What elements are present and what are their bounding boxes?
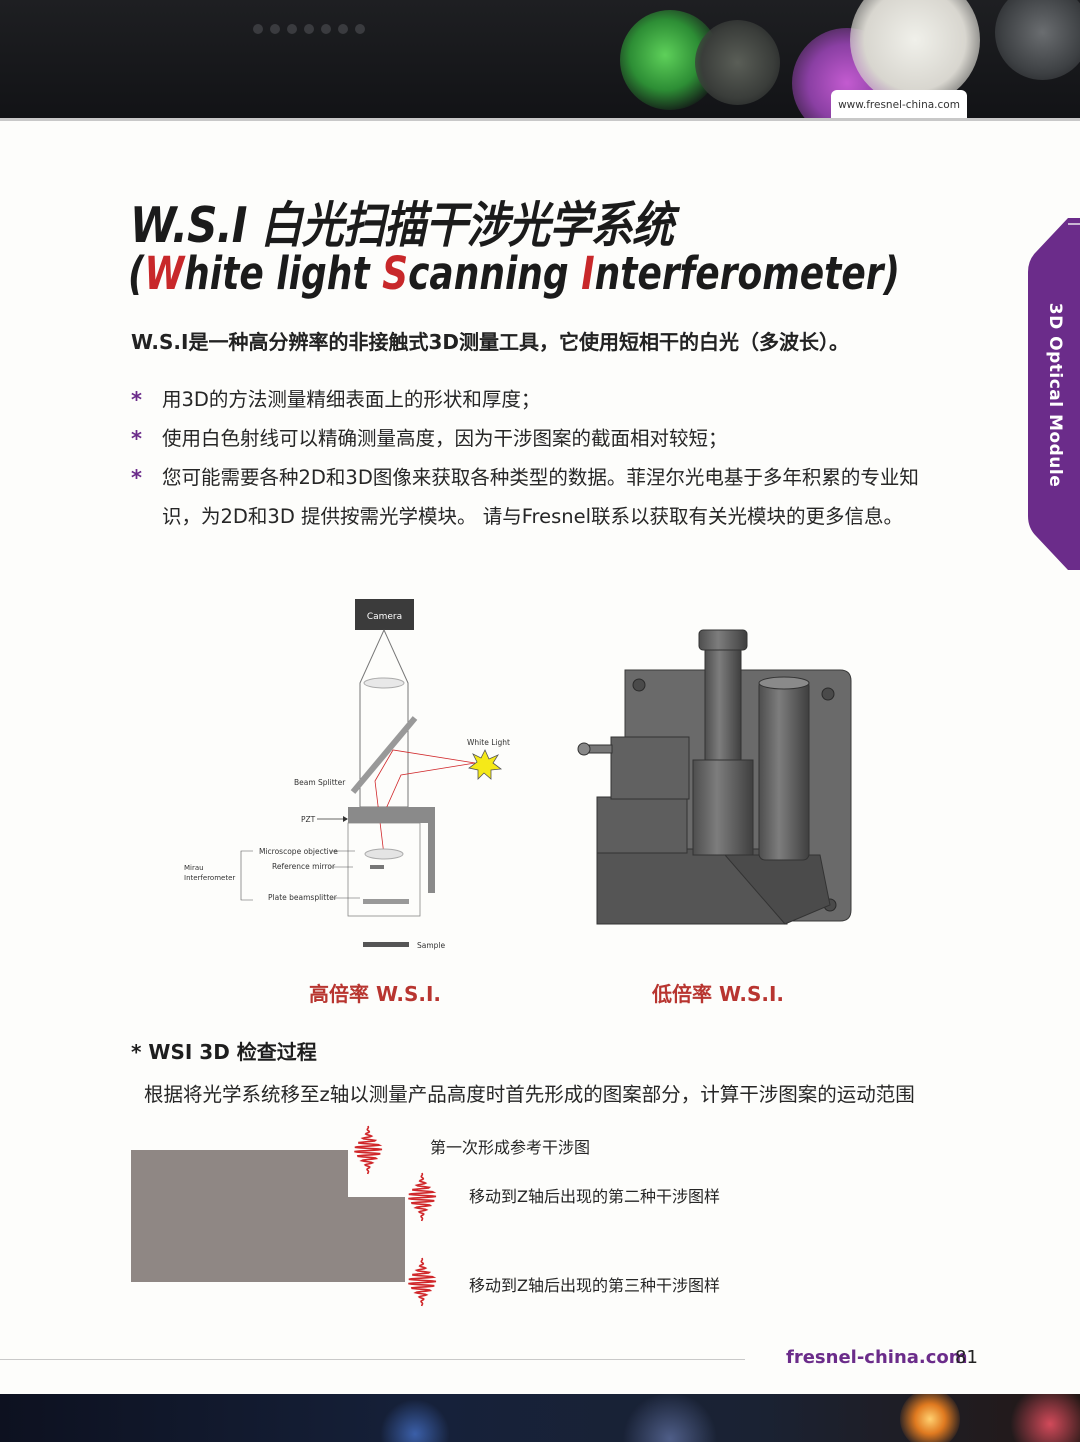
bullet-item: * 用3D的方法测量精细表面上的形状和厚度；	[131, 380, 931, 419]
bullet-star-icon: *	[131, 427, 142, 451]
section-description: 根据将光学系统移至z轴以测量产品高度时首先形成的图案部分，计算干涉图案的运动范围	[144, 1083, 915, 1106]
bullet-text: 您可能需要各种2D和3D图像来获取各种类型的数据。菲涅尔光电基于多年积累的专业知…	[162, 466, 919, 528]
step-label-third: 移动到Z轴后出现的第三种干涉图样	[469, 1276, 720, 1295]
microscope-objective-lens	[364, 848, 404, 860]
footer-divider	[0, 1359, 745, 1360]
reference-mirror-label: Reference mirror	[272, 862, 336, 871]
subtitle-letter-w: W	[144, 247, 185, 300]
subtitle-letter-i: I	[581, 247, 595, 300]
mirau-bracket	[240, 850, 253, 901]
bullet-item: * 使用白色射线可以精确测量高度，因为干涉图案的截面相对较短；	[131, 419, 931, 458]
decorative-dot	[304, 24, 314, 34]
bullet-text: 用3D的方法测量精细表面上的形状和厚度；	[162, 388, 541, 411]
caption-low-mag: 低倍率 W.S.I.	[652, 982, 785, 1006]
bullet-text: 使用白色射线可以精确测量高度，因为干涉图案的截面相对较短；	[162, 427, 728, 450]
gray-light-orb-right	[995, 0, 1080, 80]
wsi-module-rendering	[577, 629, 852, 925]
decorative-dot	[338, 24, 348, 34]
camera-box	[355, 599, 414, 630]
side-tab	[1028, 218, 1080, 570]
subtitle-letter-s: S	[382, 247, 409, 300]
sample-label: Sample	[417, 941, 446, 950]
subtitle-part: canning	[408, 247, 582, 300]
beam-splitter-label: Beam Splitter	[294, 778, 346, 787]
sample-plate	[363, 942, 409, 947]
footer-url[interactable]: fresnel-china.com	[786, 1347, 968, 1368]
mount-hole	[821, 687, 835, 701]
decorative-dot	[321, 24, 331, 34]
white-light-icon	[468, 749, 503, 780]
interference-wave-packet	[354, 1125, 383, 1175]
plate-beamsplitter	[363, 899, 409, 904]
light-ray	[380, 762, 476, 821]
page-subtitle: (White light Scanning Interferometer)	[128, 247, 900, 300]
blue-light-orb	[380, 1399, 450, 1442]
mount-hole	[632, 678, 646, 692]
pzt-label: PZT	[301, 815, 316, 824]
step-label-first: 第一次形成参考干涉图	[430, 1138, 591, 1157]
subtitle-part: hite light	[184, 247, 383, 300]
orange-light-orb	[900, 1394, 960, 1442]
header-url[interactable]: www.fresnel-china.com	[831, 90, 967, 118]
step-label-second: 移动到Z轴后出现的第二种干涉图样	[469, 1187, 720, 1206]
side-tab-label: 3D Optical Module	[1045, 302, 1065, 488]
decorative-dot	[253, 24, 263, 34]
bullet-star-icon: *	[131, 388, 142, 412]
interference-waves	[354, 1125, 437, 1307]
mirau-label-line2: Interferometer	[184, 874, 235, 882]
tube-lens	[363, 677, 405, 689]
caption-high-mag: 高倍率 W.S.I.	[309, 982, 442, 1006]
bullet-item: * 您可能需要各种2D和3D图像来获取各种类型的数据。菲涅尔光电基于多年积累的专…	[131, 458, 922, 536]
beam-path	[359, 629, 409, 808]
page-number: 81	[955, 1347, 978, 1368]
objective-cylinder	[758, 679, 810, 861]
page-title: W.S.I 白光扫描干涉光学系统	[130, 197, 674, 254]
objective-housing	[347, 822, 421, 917]
side-housing	[596, 796, 688, 854]
interference-wave-packet	[408, 1257, 437, 1307]
plate-beamsplitter-label: Plate beamsplitter	[268, 893, 338, 902]
bullet-list: * 用3D的方法测量精细表面上的形状和厚度； * 使用白色射线可以精确测量高度，…	[131, 380, 931, 536]
reference-mirror	[370, 865, 384, 869]
header-divider	[0, 118, 1080, 121]
subtitle-part: (	[128, 247, 145, 300]
red-light-orb	[1010, 1394, 1080, 1442]
objective-cap	[758, 676, 810, 690]
step-height-diagram	[131, 1125, 437, 1307]
mirau-label-line1: Mirau	[184, 864, 204, 872]
camera-label: Camera	[367, 612, 402, 622]
lead-text: W.S.I是一种高分辨率的非接触式3D测量工具，它使用短相干的白光（多波长）。	[131, 330, 849, 354]
decorative-dot	[355, 24, 365, 34]
camera-mount	[698, 629, 748, 651]
subtitle-part: nterferometer)	[594, 247, 900, 300]
section-title: * WSI 3D 检查过程	[131, 1040, 317, 1064]
gray-light-orb	[695, 20, 780, 105]
footer-banner	[0, 1394, 1080, 1442]
interference-wave-packet	[408, 1172, 437, 1222]
pzt-arrowhead	[343, 816, 348, 822]
microscope-objective-label: Microscope objective	[259, 847, 338, 856]
white-light-label: White Light	[467, 738, 510, 747]
tube-cylinder	[704, 649, 742, 761]
white-light-orb	[850, 0, 980, 105]
main-cylinder	[692, 759, 754, 856]
wsi-schematic-diagram: Camera White Light Beam Splitter PZT Mic…	[184, 599, 510, 950]
knob-cap	[577, 742, 591, 756]
bullet-star-icon: *	[131, 466, 142, 490]
decorative-dot	[270, 24, 280, 34]
decorative-dot	[287, 24, 297, 34]
pzt-bracket	[348, 807, 435, 893]
beam-splitter-plate	[350, 716, 418, 794]
step-sample-block	[131, 1150, 405, 1282]
light-source-housing	[610, 736, 690, 800]
blue-light-orb	[620, 1394, 720, 1442]
header-banner: www.fresnel-china.com	[0, 0, 1080, 118]
